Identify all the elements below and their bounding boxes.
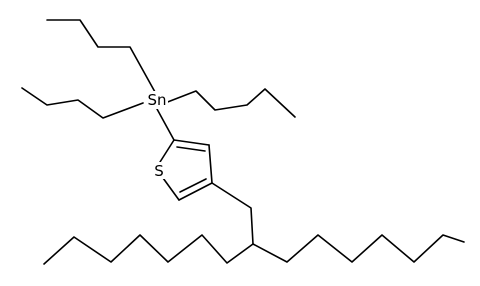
ring-bond-c4-c5 bbox=[178, 182, 213, 201]
tin-label-background bbox=[146, 91, 168, 109]
hexyl-chain-right bbox=[252, 234, 465, 263]
thiophene-ring bbox=[159, 139, 213, 201]
tin-atom: Sn bbox=[146, 91, 168, 109]
ring-bond-c5-s bbox=[162, 177, 180, 201]
ring-bond-c2-c3 bbox=[173, 139, 210, 146]
butyl-chain-left bbox=[21, 87, 144, 119]
methylene-bridge bbox=[211, 182, 254, 245]
ring-bond-c3-c4 bbox=[208, 144, 213, 184]
ring-double-bond-c2-c3 bbox=[176, 146, 206, 152]
hexyl-chain-left bbox=[43, 234, 254, 265]
butyl-chain-right bbox=[164, 88, 296, 118]
butyl-top-bonds bbox=[46, 19, 156, 93]
sulfur-atom: S bbox=[151, 162, 167, 180]
hexyl-octyl-branch bbox=[43, 182, 465, 265]
sulfur-label-background bbox=[151, 162, 167, 179]
ring-double-bond-c4-c5 bbox=[179, 178, 207, 193]
ring-bond-s-c2 bbox=[159, 139, 175, 163]
sn-thiophene-bond bbox=[156, 108, 175, 141]
butyl-right-bonds bbox=[164, 88, 296, 118]
butyl-left-bonds bbox=[21, 87, 144, 119]
sulfur-label: S bbox=[154, 162, 164, 180]
butyl-chain-top bbox=[46, 19, 156, 93]
tin-label: Sn bbox=[147, 91, 166, 109]
